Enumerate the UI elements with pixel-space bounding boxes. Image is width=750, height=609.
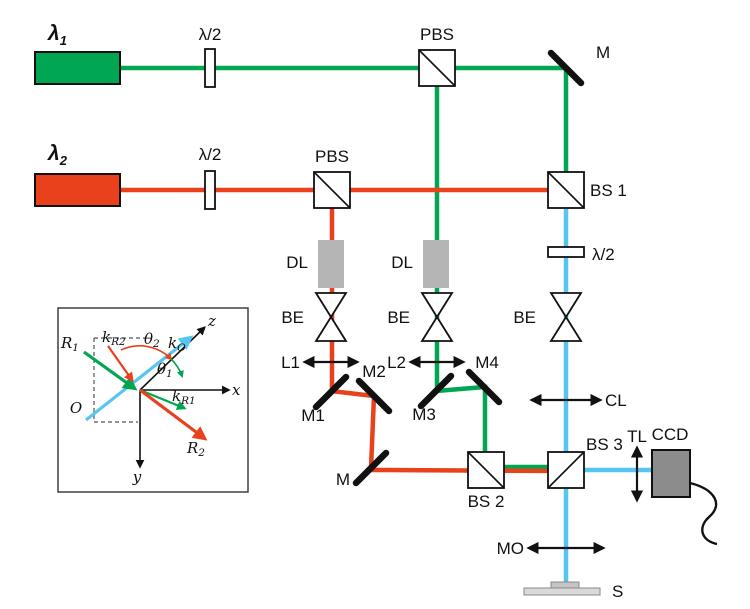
mirror-m1 bbox=[312, 373, 350, 411]
kr1-sub: R1 bbox=[180, 395, 196, 407]
r2-sub: 2 bbox=[197, 447, 205, 459]
label-inset-y: y bbox=[132, 468, 142, 486]
label-ccd: CCD bbox=[652, 425, 689, 444]
label-inset-z: z bbox=[207, 312, 216, 330]
label-bs3: BS 3 bbox=[586, 435, 623, 454]
label-inset-o: O bbox=[70, 399, 82, 417]
inset-kr1-vector bbox=[139, 388, 187, 410]
sample-slide bbox=[523, 587, 601, 596]
label-bs2: BS 2 bbox=[468, 492, 505, 511]
label-pbs1: PBS bbox=[420, 25, 454, 44]
theta1-sub: 1 bbox=[166, 368, 173, 380]
ko-sym: k bbox=[168, 334, 177, 352]
beamsplitter-3 bbox=[547, 451, 585, 489]
pbs-1 bbox=[418, 49, 456, 87]
label-inset-x: x bbox=[232, 381, 241, 399]
label-mo: MO bbox=[497, 539, 524, 558]
label-inset-ko: kO bbox=[168, 334, 186, 354]
label-lambda1: λ1 bbox=[47, 22, 67, 48]
delay-line-2 bbox=[423, 240, 449, 288]
label-sample: S bbox=[612, 582, 623, 601]
kr2-sym: k bbox=[102, 328, 111, 346]
label-l2: L2 bbox=[387, 353, 406, 372]
beamsplitter-2 bbox=[467, 451, 505, 489]
label-l1: L1 bbox=[281, 353, 300, 372]
label-hwp2: λ/2 bbox=[199, 145, 222, 164]
delay-line-1 bbox=[318, 240, 344, 288]
label-pbs2: PBS bbox=[315, 147, 349, 166]
inset-object-beam bbox=[85, 335, 194, 422]
half-wave-plate-3 bbox=[547, 246, 585, 258]
sample-specimen bbox=[550, 581, 580, 589]
beam-expander-2 bbox=[420, 292, 454, 342]
label-inset-r2: R2 bbox=[186, 439, 205, 459]
inset-kr2-vector bbox=[107, 345, 134, 383]
half-wave-plate-1 bbox=[204, 48, 216, 88]
label-inset-theta1: θ1 bbox=[157, 360, 173, 380]
beam-red-fold bbox=[330, 388, 377, 469]
laser2-box bbox=[34, 173, 121, 207]
r1-sym: R bbox=[60, 334, 72, 352]
label-mirror-top: M bbox=[596, 43, 610, 62]
label-be1: BE bbox=[281, 308, 304, 327]
label-be2: BE bbox=[387, 308, 410, 327]
bs3-diagonal bbox=[547, 451, 585, 489]
label-inset-r1: R1 bbox=[60, 334, 79, 354]
theta2-sym: θ bbox=[144, 330, 153, 348]
label-inset-kr1: kR1 bbox=[172, 387, 196, 407]
label-hwp3: λ/2 bbox=[592, 245, 615, 264]
ccd-cable bbox=[689, 481, 718, 546]
kr1-sym: k bbox=[172, 387, 181, 405]
label-dl2: DL bbox=[391, 253, 413, 272]
pbs2-diagonal bbox=[313, 171, 351, 209]
label-mirror-fold: M bbox=[336, 470, 350, 489]
label-inset-kr2: kR2 bbox=[102, 328, 126, 348]
kr2-sub: R2 bbox=[110, 336, 126, 348]
label-m1: M1 bbox=[301, 406, 325, 425]
theta2-sub: 2 bbox=[152, 338, 160, 350]
half-wave-plate-2 bbox=[204, 170, 216, 210]
inset-r2-beam bbox=[139, 388, 208, 441]
mirror-top bbox=[547, 49, 585, 87]
theta1-sym: θ bbox=[157, 360, 166, 378]
label-dl1: DL bbox=[286, 253, 308, 272]
label-inset-theta2: θ2 bbox=[144, 330, 160, 350]
r2-sym: R bbox=[186, 439, 198, 457]
lambda1-sym: λ bbox=[47, 22, 60, 45]
label-be3: BE bbox=[513, 308, 536, 327]
pbs1-diagonal bbox=[418, 49, 456, 87]
lambda2-sub: 2 bbox=[59, 153, 68, 168]
mirror-m4 bbox=[465, 368, 503, 406]
label-hwp1: λ/2 bbox=[199, 25, 222, 44]
label-m4: M4 bbox=[475, 353, 499, 372]
label-tl: TL bbox=[627, 427, 647, 446]
label-m2: M2 bbox=[362, 362, 386, 381]
bs1-diagonal bbox=[547, 171, 585, 209]
mirror-m2 bbox=[355, 377, 393, 415]
label-cl: CL bbox=[605, 391, 627, 410]
label-bs1: BS 1 bbox=[590, 181, 627, 200]
inset-theta2-arc bbox=[120, 345, 173, 361]
inset-theta1-arc bbox=[170, 358, 184, 379]
bs2-diagonal bbox=[467, 451, 505, 489]
beamsplitter-1 bbox=[547, 171, 585, 209]
r1-sub: 1 bbox=[72, 342, 79, 354]
ko-sub: O bbox=[177, 342, 186, 354]
mirror-m3 bbox=[417, 372, 455, 410]
lambda2-sym: λ bbox=[47, 142, 60, 165]
laser1-box bbox=[34, 51, 121, 85]
beam-expander-1 bbox=[314, 292, 348, 342]
label-lambda2: λ2 bbox=[47, 142, 68, 168]
kvector-inset: z x y O R1 R2 kO kR1 kR2 θ2 θ1 bbox=[57, 307, 249, 493]
lambda1-sub: 1 bbox=[60, 33, 67, 48]
beam-expander-3 bbox=[549, 292, 583, 342]
mirror-fold bbox=[352, 449, 390, 487]
label-m3: M3 bbox=[412, 405, 436, 424]
ccd-camera bbox=[651, 449, 691, 498]
pbs-2 bbox=[313, 171, 351, 209]
